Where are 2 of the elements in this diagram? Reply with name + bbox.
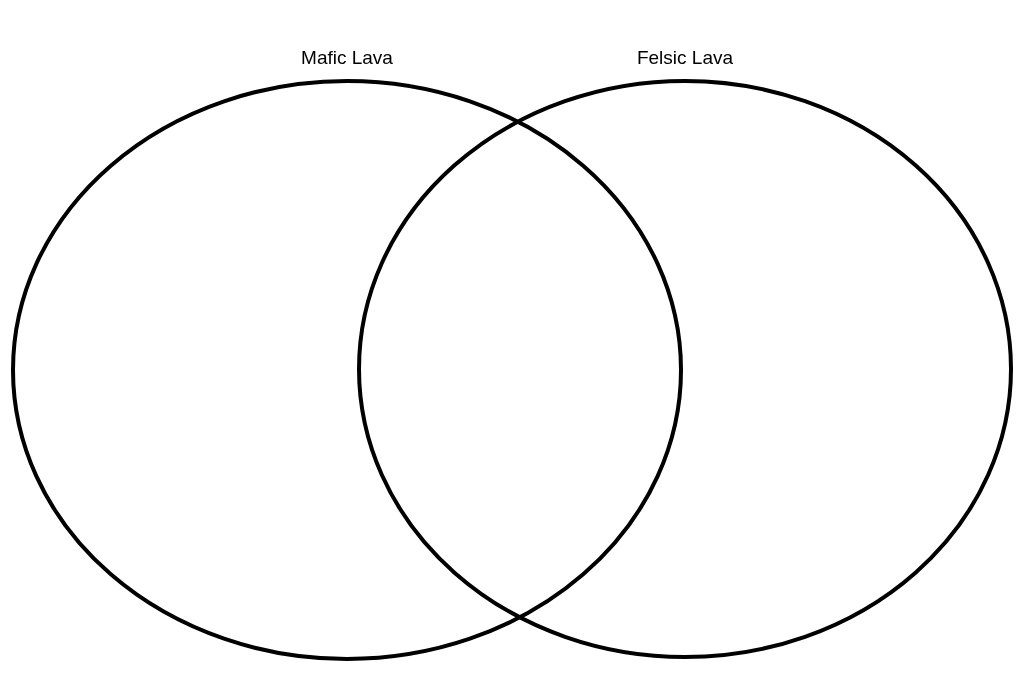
set-heading: Mafic Lava xyxy=(301,47,393,69)
set-heading: Felsic Lava xyxy=(636,47,734,69)
